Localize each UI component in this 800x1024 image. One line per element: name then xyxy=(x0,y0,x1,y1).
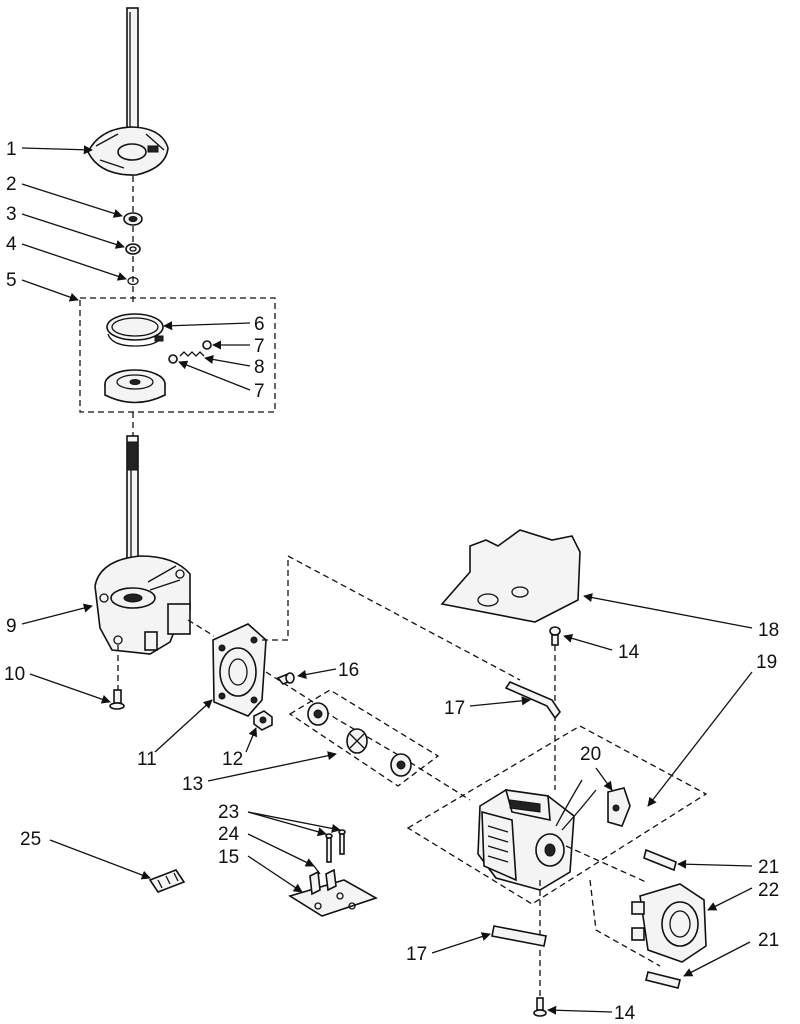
part-12-nut xyxy=(253,710,273,731)
part-10-bolt xyxy=(109,689,125,710)
label-9: 9 xyxy=(6,616,17,637)
part-18-shield xyxy=(440,529,581,623)
label-10: 10 xyxy=(4,664,25,685)
label-23: 23 xyxy=(218,802,239,823)
part-2-washer xyxy=(123,212,143,226)
kit-19-box xyxy=(406,725,708,905)
label-20: 20 xyxy=(580,744,601,765)
part-17-rod-lower xyxy=(491,925,547,947)
kit-13-box xyxy=(288,689,440,787)
part-22-pump-cover xyxy=(631,883,707,963)
label-8: 8 xyxy=(254,357,265,378)
assembly-line-pump-upper xyxy=(565,845,647,883)
part-23-screw-left xyxy=(325,833,333,863)
part-11-mounting-plate xyxy=(212,623,267,717)
part-13-coupler-center xyxy=(346,728,368,754)
label-22: 22 xyxy=(758,880,779,901)
label-14a: 14 xyxy=(618,642,640,663)
part-3-ring xyxy=(125,243,141,255)
label-21b: 21 xyxy=(758,930,779,951)
label-5: 5 xyxy=(6,270,17,291)
part-16-screw xyxy=(276,672,295,685)
part-15-bracket xyxy=(288,868,378,917)
label-18: 18 xyxy=(758,620,779,641)
assembly-line-gearcase-plate xyxy=(187,619,215,637)
label-3: 3 xyxy=(6,204,17,225)
label-13: 13 xyxy=(182,774,203,795)
label-11: 11 xyxy=(137,749,157,770)
part-13-coupler-right xyxy=(390,753,412,777)
label-16: 16 xyxy=(338,660,359,681)
label-7b: 7 xyxy=(254,381,265,402)
assembly-line-hose xyxy=(262,554,521,681)
part-23-screw-right xyxy=(338,829,346,855)
label-15: 15 xyxy=(218,847,239,868)
label-24: 24 xyxy=(218,824,240,845)
part-9-gearcase xyxy=(94,555,191,655)
label-17a: 17 xyxy=(444,698,465,719)
assembly-line-drive xyxy=(265,671,471,801)
label-2: 2 xyxy=(6,174,17,195)
label-4: 4 xyxy=(6,234,17,255)
part-6-clutch-band xyxy=(106,313,164,347)
callout-labels: 1 2 3 4 5 6 7 8 7 9 10 11 12 13 16 17 14… xyxy=(4,139,779,1024)
part-7-ball-upper xyxy=(202,340,212,350)
kit-5-box xyxy=(79,297,276,413)
leader-lines xyxy=(21,145,753,1015)
label-12: 12 xyxy=(222,749,243,770)
label-17b: 17 xyxy=(406,944,427,965)
part-13-coupler-left xyxy=(307,702,329,726)
label-6: 6 xyxy=(254,314,265,335)
part-24-clip xyxy=(313,865,321,875)
label-25: 25 xyxy=(20,829,41,850)
part-17-rod-upper xyxy=(504,681,561,720)
part-7-ball-lower xyxy=(168,354,178,364)
part-4-clip xyxy=(127,276,139,286)
label-1: 1 xyxy=(6,139,17,160)
part-1-cam-plate xyxy=(87,126,169,176)
label-7a: 7 xyxy=(254,336,265,357)
part-14-screw-upper xyxy=(549,626,561,646)
motor xyxy=(477,779,597,891)
part-8-spring xyxy=(179,351,205,357)
part-25-connector xyxy=(148,869,186,893)
assembly-line-pump-lower xyxy=(589,879,661,967)
part-21-clip-upper xyxy=(643,848,677,872)
part-21-clip-lower xyxy=(645,971,681,989)
label-21a: 21 xyxy=(758,857,779,878)
label-14b: 14 xyxy=(614,1003,636,1024)
label-19: 19 xyxy=(756,652,777,673)
clutch-housing xyxy=(104,369,166,404)
part-20-switch xyxy=(607,787,631,827)
part-14-screw-lower xyxy=(533,997,547,1017)
